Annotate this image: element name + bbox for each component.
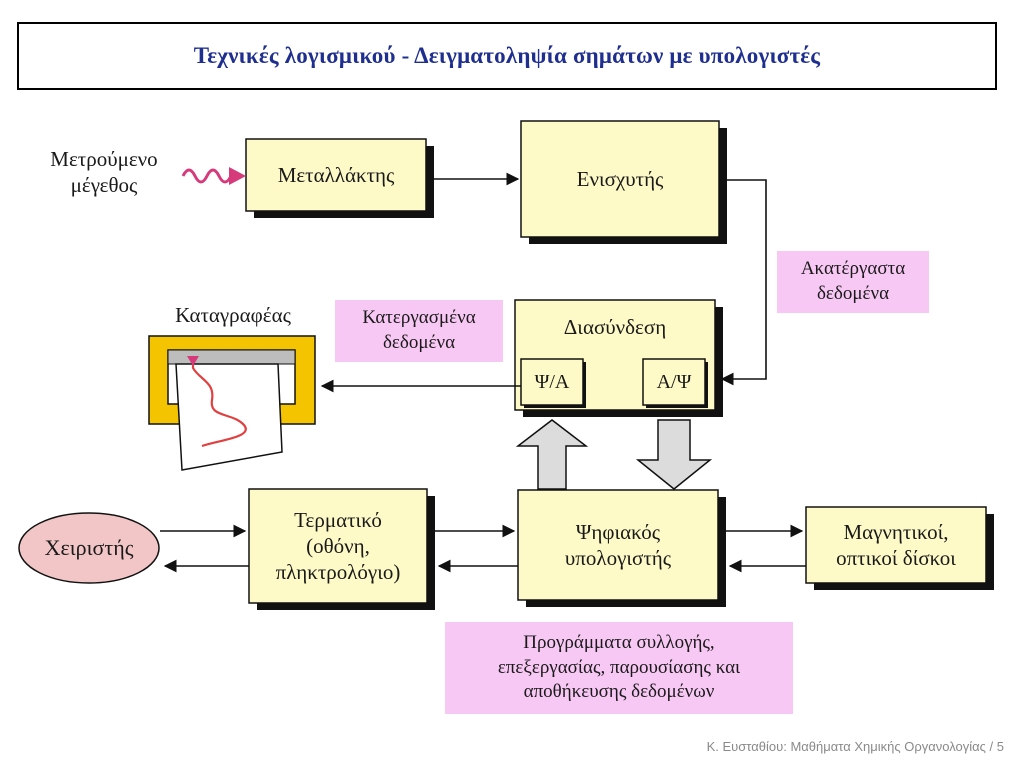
processed-data-line2: δεδομένα: [382, 332, 456, 353]
programs-note: Προγράμματα συλλογής, επεξεργασίας, παρο…: [445, 622, 793, 714]
computer-box: [517, 489, 726, 607]
ad-to-computer-block-arrow: [635, 419, 713, 490]
interface-label: Διασύνδεση: [563, 315, 667, 339]
measured-quantity-label: Μετρούμενο μέγεθος: [30, 146, 178, 199]
terminal-line1: Τερματικό: [294, 507, 382, 532]
signal-arrowhead: [229, 167, 246, 185]
computer-label: Ψηφιακός υπολογιστής: [518, 490, 718, 600]
amplifier-box: [520, 120, 727, 244]
terminal-line2: (οθόνη,: [306, 533, 370, 558]
operator-ellipse: [18, 512, 160, 584]
transducer-box: [245, 138, 434, 218]
processed-data-line1: Κατεργασμένα: [362, 307, 476, 329]
amplifier-label: Ενισχυτής: [576, 166, 664, 191]
programs-line3: αποθήκευσης δεδομένων: [523, 681, 715, 703]
programs-line1: Προγράμματα συλλογής,: [523, 631, 715, 653]
storage-box: [805, 506, 994, 590]
terminal-label: Τερματικό (οθόνη, πληκτρολόγιο): [249, 489, 427, 603]
title-box: Τεχνικές λογισμικού - Δειγματοληψία σημά…: [17, 22, 997, 90]
signal-wave-icon: [181, 168, 233, 184]
interface-box: [514, 299, 723, 417]
operator-label: Χειριστής: [44, 535, 134, 561]
computer-line2: υπολογιστής: [564, 546, 672, 570]
recorder-icon: [148, 335, 316, 471]
amplifier-to-ad-arrow: [719, 179, 767, 386]
page-title: Τεχνικές λογισμικού - Δειγματοληψία σημά…: [193, 43, 821, 68]
processed-data-note: Κατεργασμένα δεδομένα: [335, 300, 503, 362]
raw-data-note: Ακατέργαστα δεδομένα: [777, 251, 929, 313]
terminal-box: [248, 488, 435, 610]
transducer-label: Μεταλλάκτης: [277, 162, 395, 187]
ad-converter-label: Α/Ψ: [656, 370, 692, 393]
computer-line1: Ψηφιακός: [575, 519, 661, 544]
raw-data-line2: δεδομένα: [816, 283, 890, 304]
programs-line2: επεξεργασίας, παρουσίασης και: [497, 656, 741, 678]
footer-credit: Κ. Ευσταθίου: Μαθήματα Χημικής Οργανολογ…: [706, 739, 1004, 754]
storage-line2: οπτικοί δίσκοι: [836, 546, 956, 570]
measured-quantity-line1: Μετρούμενο: [50, 147, 158, 171]
recorder-label: Καταγραφέας: [175, 303, 291, 327]
storage-line1: Μαγνητικοί,: [843, 519, 949, 544]
computer-to-da-block-arrow: [515, 419, 589, 490]
measured-quantity-line2: μέγεθος: [70, 173, 138, 198]
storage-label: Μαγνητικοί, οπτικοί δίσκοι: [806, 507, 986, 583]
da-converter-label: Ψ/Α: [534, 370, 570, 393]
raw-data-line1: Ακατέργαστα: [800, 258, 906, 280]
terminal-line3: πληκτρολόγιο): [275, 560, 401, 585]
